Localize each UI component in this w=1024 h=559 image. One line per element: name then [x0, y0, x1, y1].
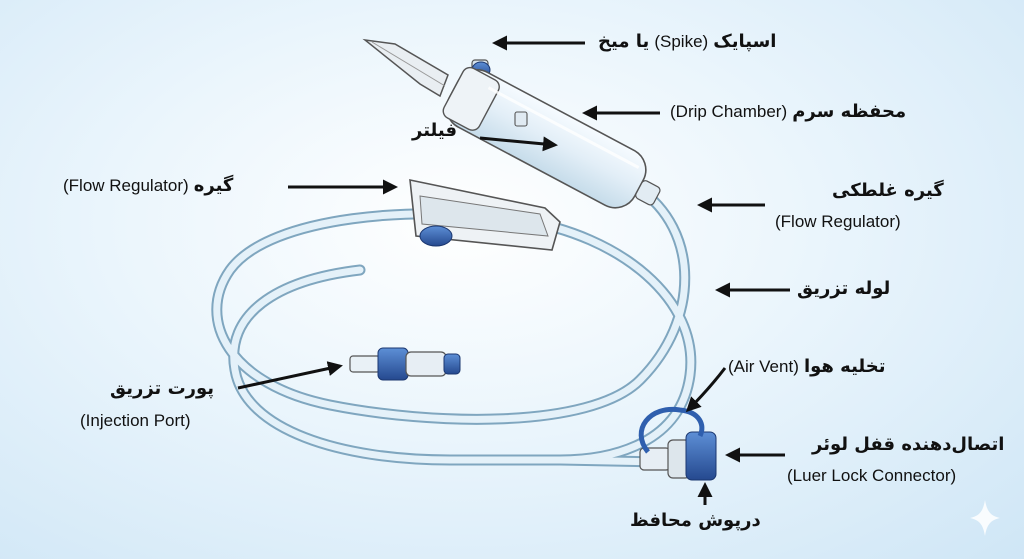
label-flow-regulator-fa: گیره: [193, 175, 234, 196]
label-injection-port-en: (Injection Port): [80, 411, 191, 430]
label-spike-fa: اسپایک: [713, 31, 777, 52]
label-drip-chamber: (Drip Chamber) محفظه سرم: [670, 101, 906, 122]
label-drip-chamber-en: (Drip Chamber): [670, 102, 788, 121]
label-filter: فیلتر: [412, 120, 458, 141]
label-spike: یا میخ (Spike) اسپایک: [598, 31, 776, 52]
label-air-vent-fa: تخلیه هوا: [803, 356, 886, 377]
side-port: [514, 111, 528, 127]
injection-port: [349, 347, 461, 381]
label-air-vent-en: (Air Vent): [728, 357, 799, 376]
luer-lock-connector: [638, 406, 717, 481]
label-roller-clamp-fa: گیره غلطکی: [832, 180, 944, 201]
label-spike-fa2: یا میخ: [598, 31, 650, 52]
spike: [362, 38, 449, 98]
sparkle-icon: [970, 500, 1000, 536]
label-luer-lock-en: (Luer Lock Connector): [787, 466, 957, 485]
arrow-air-vent: [685, 367, 727, 413]
label-injection-port-fa: پورت تزریق: [110, 378, 215, 399]
label-flow-regulator: (Flow Regulator) گیره: [63, 175, 233, 196]
label-luer-lock-fa: اتصال‌دهنده قفل لوئر: [812, 434, 1005, 455]
label-flow-regulator-en: (Flow Regulator): [63, 176, 189, 195]
arrow-injection-port: [237, 361, 343, 390]
label-spike-en: (Spike): [654, 32, 709, 51]
label-roller-clamp-en: (Flow Regulator): [775, 212, 901, 231]
label-tubing: لوله تزریق: [797, 278, 891, 299]
label-drip-chamber-fa: محفظه سرم: [792, 101, 907, 122]
callout-arrows: [237, 35, 790, 505]
label-protective-cap: درپوش محافظ: [630, 510, 761, 531]
arrow-filter: [479, 136, 558, 152]
roller-clamp: [409, 178, 561, 251]
label-air-vent: (Air Vent) تخلیه هوا: [728, 356, 886, 377]
